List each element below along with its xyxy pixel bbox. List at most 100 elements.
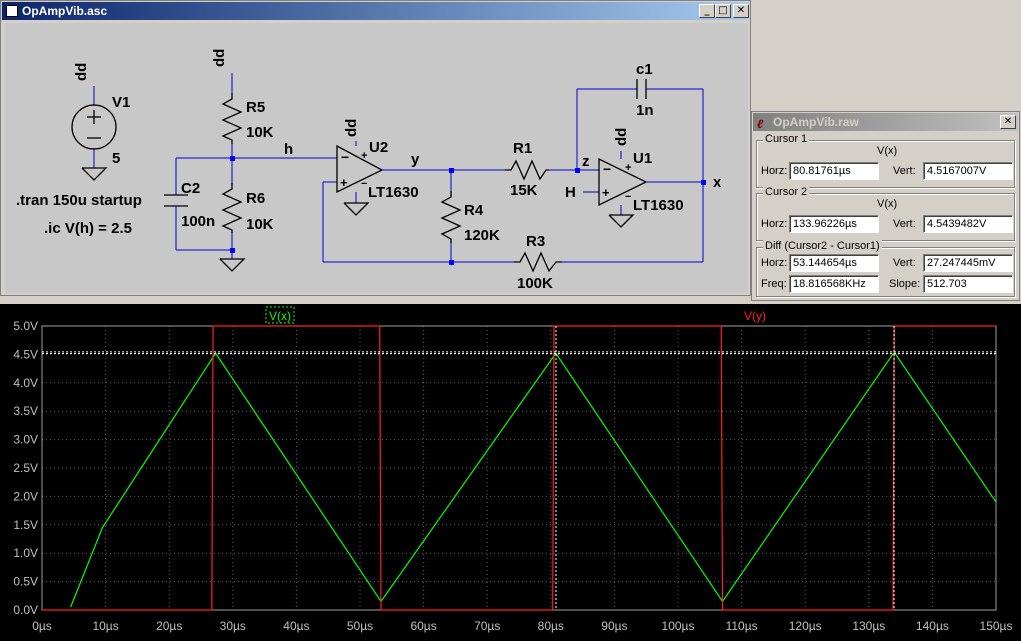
diff-slope-label: Slope: — [889, 278, 921, 290]
wires — [93, 73, 704, 263]
plot-grid — [42, 326, 996, 610]
x-tick-label: 150µs — [980, 619, 1013, 633]
x-tick-label: 40µs — [283, 619, 309, 633]
x-tick-label: 30µs — [220, 619, 246, 633]
x-tick-label: 20µs — [156, 619, 182, 633]
cursor-window-title: OpAmpVib.raw — [773, 115, 859, 129]
u2-model: LT1630 — [368, 184, 419, 201]
u2-name: U2 — [369, 139, 388, 156]
diff-horz-label: Horz: — [761, 257, 788, 269]
opamp-pins: −+ −+ +− +− — [340, 149, 631, 203]
u1-model: LT1630 — [633, 197, 684, 214]
legend-vy[interactable]: V(y) — [744, 309, 766, 323]
ic-directive[interactable]: .ic V(h) = 2.5 — [44, 220, 132, 237]
cursor1-trace: V(x) — [877, 145, 898, 157]
diff-slope-field[interactable]: 512.703 — [923, 275, 1013, 293]
legend-vx-box — [265, 306, 295, 324]
x-tick-label: 80µs — [538, 619, 564, 633]
y-tick-label: 0.0V — [13, 603, 38, 617]
c1-name: c1 — [636, 61, 653, 78]
cursor1-group: Cursor 1 V(x) Horz: 80.81761µs Vert: 4.5… — [756, 133, 1015, 188]
maximize-button[interactable]: □ — [715, 4, 731, 18]
traces — [42, 325, 997, 611]
r6-value: 10K — [246, 216, 274, 233]
r5-value: 10K — [246, 124, 274, 141]
svg-text:−: − — [625, 191, 631, 203]
cursor2-vert-field[interactable]: 4.5439482V — [923, 215, 1013, 233]
c1-value: 1n — [636, 102, 654, 119]
diff-freq-field[interactable]: 18.816568KHz — [789, 275, 879, 293]
r6-name: R6 — [246, 190, 265, 207]
cursor2-title: Cursor 2 — [763, 186, 810, 198]
v1-value: 5 — [112, 150, 120, 167]
y-tick-label: 5.0V — [13, 319, 38, 333]
r3-name: R3 — [526, 233, 545, 250]
r4-value: 120K — [464, 227, 500, 244]
diff-freq-label: Freq: — [761, 278, 787, 290]
c2-value: 100n — [181, 213, 215, 230]
diff-group: Diff (Cursor2 - Cursor1) Horz: 53.144654… — [756, 240, 1015, 297]
r1-value: 15K — [510, 182, 538, 199]
cursors[interactable] — [42, 326, 996, 610]
net-label-y: y — [411, 151, 420, 168]
diff-horz-field[interactable]: 53.144654µs — [789, 254, 879, 272]
cursor2-vert-label: Vert: — [893, 218, 916, 230]
close-button[interactable]: ✕ — [733, 4, 749, 18]
c2-name: C2 — [181, 180, 200, 197]
schematic-window-title: OpAmpVib.asc — [22, 4, 108, 18]
cursor1-vert-field[interactable]: 4.5167007V — [923, 162, 1013, 180]
svg-text:+: + — [361, 150, 367, 162]
ltspice-logo-icon: ℓ — [757, 117, 764, 131]
cursor1-horz-field[interactable]: 80.81761µs — [789, 162, 879, 180]
trace-vx[interactable] — [70, 351, 997, 608]
cursor-close-button[interactable]: ✕ — [1000, 115, 1016, 129]
y-tick-label: 2.0V — [13, 489, 38, 503]
x-tick-label: 50µs — [347, 619, 373, 633]
x-tick-label: 120µs — [789, 619, 822, 633]
cursor2-horz-field[interactable]: 133.96226µs — [789, 215, 879, 233]
legend-vx[interactable]: V(x) — [269, 309, 291, 323]
cursor2-horz-label: Horz: — [761, 218, 788, 230]
y-tick-label: 4.0V — [13, 376, 38, 390]
minimize-button[interactable]: _ — [699, 4, 715, 18]
schematic-window: OpAmpVib.asc _ □ ✕ — [0, 0, 751, 296]
net-label-dd-v1: dd — [73, 63, 90, 81]
diff-title: Diff (Cursor2 - Cursor1) — [763, 240, 882, 252]
net-label-z: z — [582, 153, 590, 170]
x-tick-label: 100µs — [662, 619, 695, 633]
svg-text:+: + — [625, 162, 631, 174]
net-label-x: x — [713, 174, 722, 191]
schematic-titlebar[interactable]: OpAmpVib.asc _ □ ✕ — [2, 2, 749, 20]
v1-name: V1 — [112, 94, 130, 111]
legend: V(x) V(y) — [265, 306, 766, 324]
net-label-dd-u1: dd — [613, 128, 630, 146]
schematic-window-icon — [6, 5, 18, 17]
net-label-dd-u2: dd — [343, 119, 360, 137]
x-tick-label: 90µs — [601, 619, 627, 633]
schematic-canvas[interactable]: −+ −+ +− +− dd dd dd dd V1 5 .tran 150u … — [5, 23, 748, 293]
cursor-titlebar[interactable]: ℓ OpAmpVib.raw ✕ — [753, 113, 1018, 131]
x-tick-label: 140µs — [916, 619, 949, 633]
y-tick-label: 3.0V — [13, 433, 38, 447]
cursor1-horz-label: Horz: — [761, 165, 788, 177]
cursor2-group: Cursor 2 V(x) Horz: 133.96226µs Vert: 4.… — [756, 186, 1015, 241]
r4-name: R4 — [464, 202, 484, 219]
x-tick-label: 10µs — [92, 619, 118, 633]
components — [71, 79, 648, 273]
r3-value: 100K — [517, 275, 553, 292]
svg-text:−: − — [341, 149, 349, 165]
x-tick-label: 0µs — [32, 619, 52, 633]
y-tick-label: 1.0V — [13, 546, 38, 560]
svg-text:−: − — [603, 161, 611, 177]
svg-text:+: + — [602, 185, 610, 200]
svg-text:+: + — [340, 175, 348, 190]
diff-vert-field[interactable]: 27.247445mV — [923, 254, 1013, 272]
trace-vy[interactable] — [42, 325, 996, 611]
x-tick-label: 70µs — [474, 619, 500, 633]
y-tick-label: 2.5V — [13, 461, 38, 475]
cursor2-trace: V(x) — [877, 198, 898, 210]
y-tick-label: 4.5V — [13, 347, 38, 361]
tran-directive[interactable]: .tran 150u startup — [16, 192, 142, 209]
cursor1-vert-label: Vert: — [893, 165, 916, 177]
